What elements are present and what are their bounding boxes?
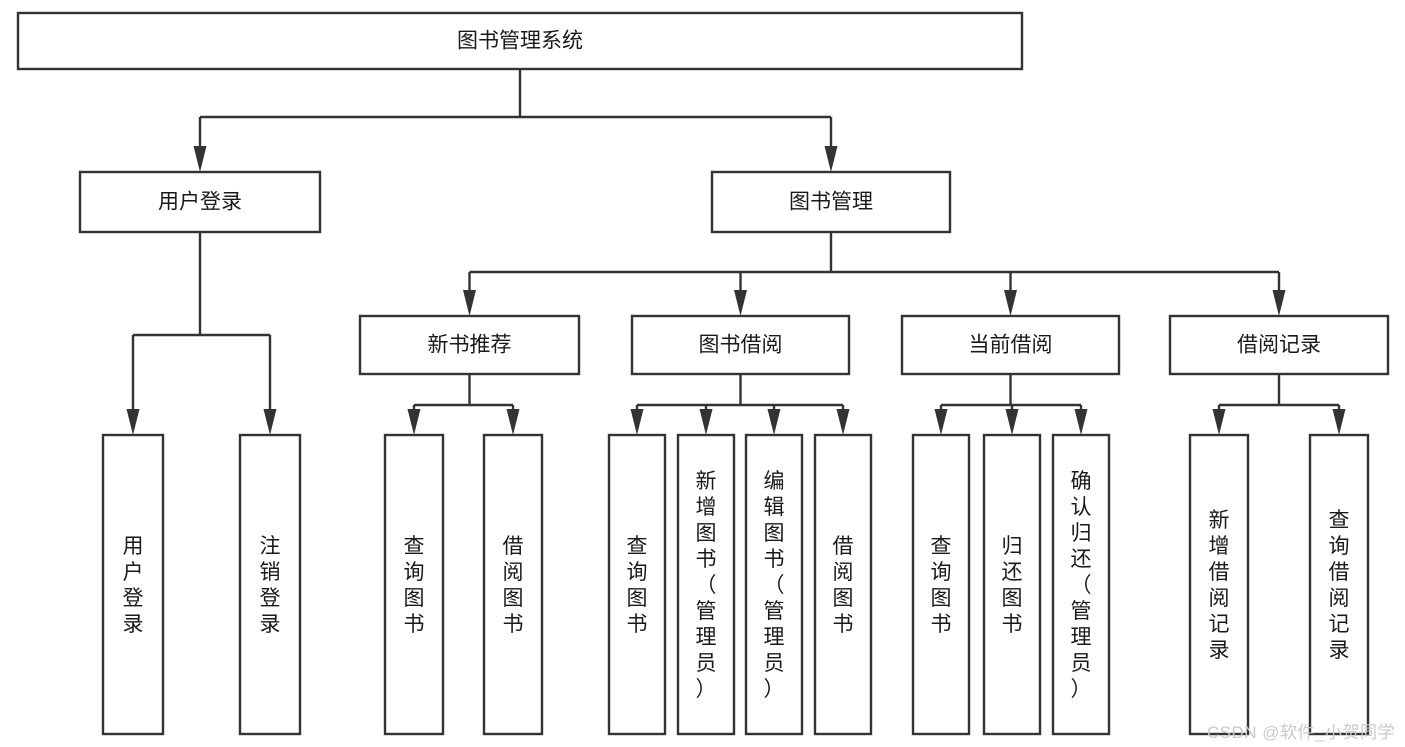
node-box-new-book-rec[interactable] xyxy=(358,314,581,376)
arrow-head-icon xyxy=(1212,409,1226,435)
arrow-head-icon xyxy=(934,409,948,435)
node-leaf-edit-book[interactable]: 编辑图书（管理员） xyxy=(744,433,804,736)
node-label-leaf-return-book: 归还图书 xyxy=(1002,535,1023,636)
node-label-leaf-add-record: 新增借阅记录 xyxy=(1209,509,1230,662)
node-leaf-query-record[interactable]: 查询借阅记录 xyxy=(1308,433,1370,736)
node-box-book-manage[interactable] xyxy=(710,170,952,234)
node-root[interactable]: 图书管理系统 xyxy=(16,11,1024,71)
edge-group-book-borrow xyxy=(630,374,850,435)
node-book-borrow[interactable]: 图书借阅 xyxy=(630,314,851,376)
node-label-leaf-edit-book: 编辑图书（管理员） xyxy=(764,470,785,701)
node-box-user-login[interactable] xyxy=(78,170,322,234)
node-label-leaf-query-book-borrow: 查询图书 xyxy=(627,535,648,636)
node-box-leaf-add-book[interactable] xyxy=(676,433,736,736)
arrow-head-icon xyxy=(767,409,781,435)
edge-group-user-login xyxy=(126,232,277,435)
node-label-book-manage: 图书管理 xyxy=(789,191,873,214)
node-current-borrow[interactable]: 当前借阅 xyxy=(900,314,1121,376)
node-box-leaf-borrow-book-rec[interactable] xyxy=(482,433,544,736)
node-label-leaf-borrow-book: 借阅图书 xyxy=(833,535,854,636)
arrow-head-icon xyxy=(630,409,644,435)
node-book-manage[interactable]: 图书管理 xyxy=(710,170,952,234)
arrow-head-icon xyxy=(824,146,838,172)
node-label-user-login: 用户登录 xyxy=(158,191,242,214)
arrow-head-icon xyxy=(407,409,421,435)
watermark-text: CSDN @软件_小贺同学 xyxy=(1206,723,1395,742)
node-label-current-borrow: 当前借阅 xyxy=(969,334,1053,357)
edge-group-root xyxy=(193,69,838,172)
nodes-layer: 图书管理系统用户登录图书管理新书推荐图书借阅当前借阅借阅记录用户登录注销登录查询… xyxy=(16,11,1390,736)
node-leaf-return-book[interactable]: 归还图书 xyxy=(982,433,1042,736)
node-label-leaf-query-book-cur: 查询图书 xyxy=(931,535,952,636)
arrow-head-icon xyxy=(1272,290,1286,316)
node-label-leaf-confirm-return: 确认归还（管理员） xyxy=(1071,470,1092,701)
node-box-leaf-return-book[interactable] xyxy=(982,433,1042,736)
node-box-leaf-edit-book[interactable] xyxy=(744,433,804,736)
edge-group-current-borrow xyxy=(934,374,1088,435)
node-box-leaf-logout[interactable] xyxy=(238,433,302,736)
node-leaf-logout[interactable]: 注销登录 xyxy=(238,433,302,736)
node-label-leaf-query-book-rec: 查询图书 xyxy=(404,535,425,636)
node-label-borrow-record: 借阅记录 xyxy=(1237,334,1321,357)
node-label-book-borrow: 图书借阅 xyxy=(699,334,783,357)
node-leaf-query-book-rec[interactable]: 查询图书 xyxy=(383,433,445,736)
edge-group-borrow-record xyxy=(1212,374,1346,435)
node-box-root[interactable] xyxy=(16,11,1024,71)
node-leaf-add-book[interactable]: 新增图书（管理员） xyxy=(676,433,736,736)
arrow-head-icon xyxy=(506,409,520,435)
node-leaf-query-book-cur[interactable]: 查询图书 xyxy=(911,433,971,736)
node-box-leaf-confirm-return[interactable] xyxy=(1051,433,1111,736)
node-box-leaf-query-book-cur[interactable] xyxy=(911,433,971,736)
arrow-head-icon xyxy=(126,409,140,435)
node-box-leaf-query-record[interactable] xyxy=(1308,433,1370,736)
arrow-head-icon xyxy=(463,290,476,316)
node-box-leaf-add-record[interactable] xyxy=(1188,433,1250,736)
node-box-leaf-user-login[interactable] xyxy=(101,433,165,736)
node-borrow-record[interactable]: 借阅记录 xyxy=(1168,314,1390,376)
node-leaf-query-book-borrow[interactable]: 查询图书 xyxy=(607,433,667,736)
node-leaf-borrow-book[interactable]: 借阅图书 xyxy=(813,433,873,736)
node-box-leaf-query-book-rec[interactable] xyxy=(383,433,445,736)
arrow-head-icon xyxy=(1332,409,1346,435)
arrow-head-icon xyxy=(1074,409,1088,435)
node-leaf-borrow-book-rec[interactable]: 借阅图书 xyxy=(482,433,544,736)
arrow-head-icon xyxy=(699,409,713,435)
arrow-head-icon xyxy=(1005,409,1019,435)
node-leaf-add-record[interactable]: 新增借阅记录 xyxy=(1188,433,1250,736)
arrow-head-icon xyxy=(1004,290,1017,316)
node-box-leaf-query-book-borrow[interactable] xyxy=(607,433,667,736)
edge-group-new-book-rec xyxy=(407,374,520,435)
node-box-leaf-borrow-book[interactable] xyxy=(813,433,873,736)
node-label-leaf-query-record: 查询借阅记录 xyxy=(1329,509,1350,662)
edges-layer xyxy=(126,69,1346,435)
node-user-login[interactable]: 用户登录 xyxy=(78,170,322,234)
node-leaf-user-login[interactable]: 用户登录 xyxy=(101,433,165,736)
node-leaf-confirm-return[interactable]: 确认归还（管理员） xyxy=(1051,433,1111,736)
node-label-root: 图书管理系统 xyxy=(457,30,583,53)
arrow-head-icon xyxy=(193,146,207,172)
node-box-borrow-record[interactable] xyxy=(1168,314,1390,376)
node-new-book-rec[interactable]: 新书推荐 xyxy=(358,314,581,376)
node-box-current-borrow[interactable] xyxy=(900,314,1121,376)
arrow-head-icon xyxy=(836,409,850,435)
node-label-leaf-add-book: 新增图书（管理员） xyxy=(696,470,717,701)
node-label-leaf-logout: 注销登录 xyxy=(260,535,281,636)
node-label-leaf-user-login: 用户登录 xyxy=(123,535,144,636)
edge-group-book-manage xyxy=(463,232,1286,316)
arrow-head-icon xyxy=(263,409,277,435)
node-label-leaf-borrow-book-rec: 借阅图书 xyxy=(503,535,524,636)
arrow-head-icon xyxy=(734,290,747,316)
node-label-new-book-rec: 新书推荐 xyxy=(428,334,512,357)
node-box-book-borrow[interactable] xyxy=(630,314,851,376)
